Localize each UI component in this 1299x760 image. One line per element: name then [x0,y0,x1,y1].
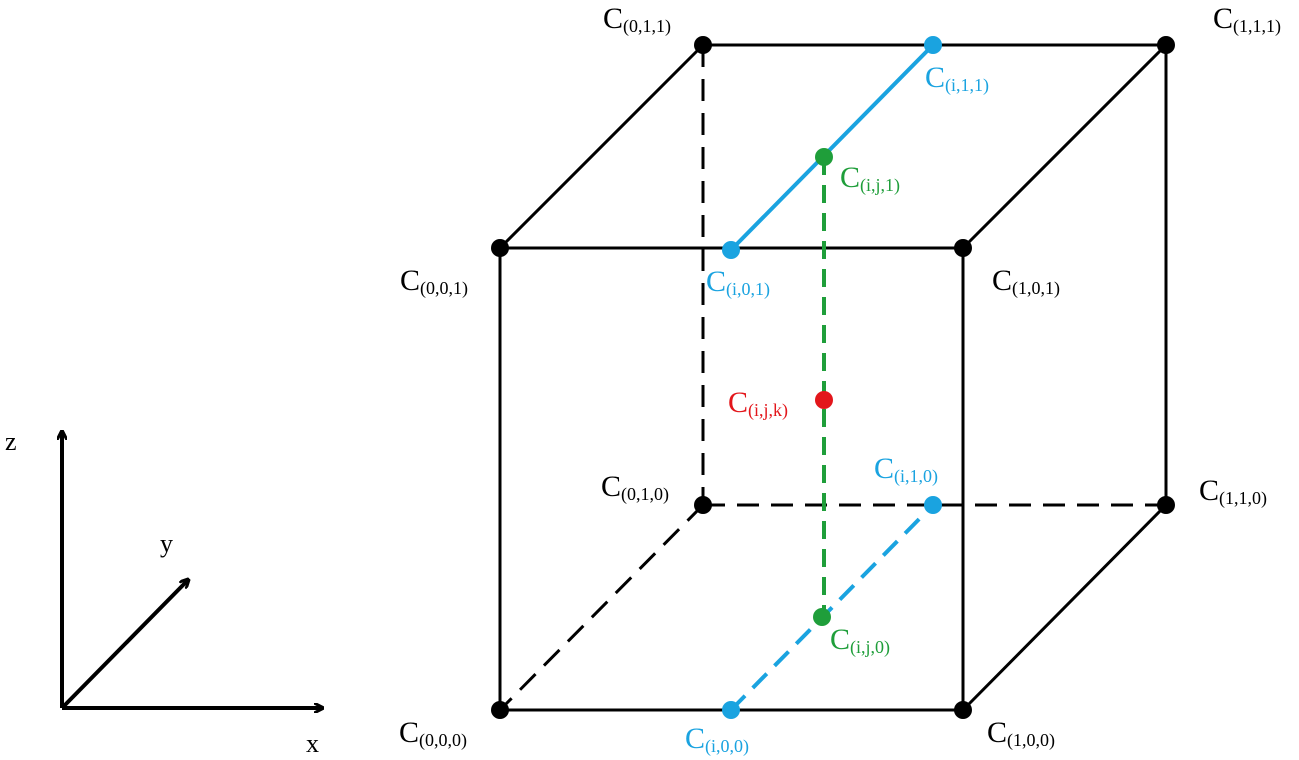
label-c-i-j-1: C(i,j,1) [840,161,900,196]
label-c-i-j-k: C(i,j,k) [728,386,788,421]
bottom-interpolation-line [729,503,935,712]
y-axis-arrow [60,580,188,710]
top-interpolation-line [729,43,935,252]
label-c-i-1-0: C(i,1,0) [874,452,938,487]
face-interpolated-points [813,148,833,626]
point-c-1-1-0 [1157,496,1175,514]
point-c-i-j-0 [813,608,831,626]
edge-bottom-left [498,503,705,712]
point-c-i-j-k [815,391,833,409]
label-c-0-1-1: C(0,1,1) [603,2,671,37]
point-c-1-0-0 [954,701,972,719]
point-c-0-0-1 [491,239,509,257]
point-c-i-1-1 [924,36,942,54]
edge-interpolated-points [722,36,942,719]
label-c-1-0-0: C(1,0,0) [987,716,1055,751]
labels: C(0,1,1) C(1,1,1) C(i,1,1) C(i,j,1) C(0,… [399,2,1281,757]
label-c-1-1-1: C(1,1,1) [1213,2,1281,37]
label-c-i-0-0: C(i,0,0) [685,722,749,757]
point-c-i-j-1 [815,148,833,166]
point-c-0-1-0 [694,496,712,514]
label-c-i-j-0: C(i,j,0) [830,623,890,658]
x-axis-label: x [306,729,319,758]
cube-hidden-edges [498,45,1166,712]
point-c-i-0-1 [722,241,740,259]
point-c-0-0-0 [491,701,509,719]
label-c-0-1-0: C(0,1,0) [601,470,669,505]
cube-corner-points [491,36,1175,719]
label-c-i-0-1: C(i,0,1) [706,265,770,300]
edge-bottom-right [961,503,1168,712]
y-axis-label: y [160,529,173,558]
point-c-1-1-1 [1157,36,1175,54]
axes-indicator: z x y [5,427,322,758]
point-c-i-1-0 [924,496,942,514]
edge-top-left [498,43,705,250]
label-c-0-0-1: C(0,0,1) [400,264,468,299]
label-c-1-0-1: C(1,0,1) [992,264,1060,299]
label-c-i-1-1: C(i,1,1) [925,61,989,96]
point-c-i-0-0 [722,701,740,719]
label-c-0-0-0: C(0,0,0) [399,716,467,751]
label-c-1-1-0: C(1,1,0) [1199,474,1267,509]
z-axis-label: z [5,427,17,456]
point-c-1-0-1 [954,239,972,257]
point-c-0-1-1 [694,36,712,54]
edge-top-right [961,43,1168,250]
